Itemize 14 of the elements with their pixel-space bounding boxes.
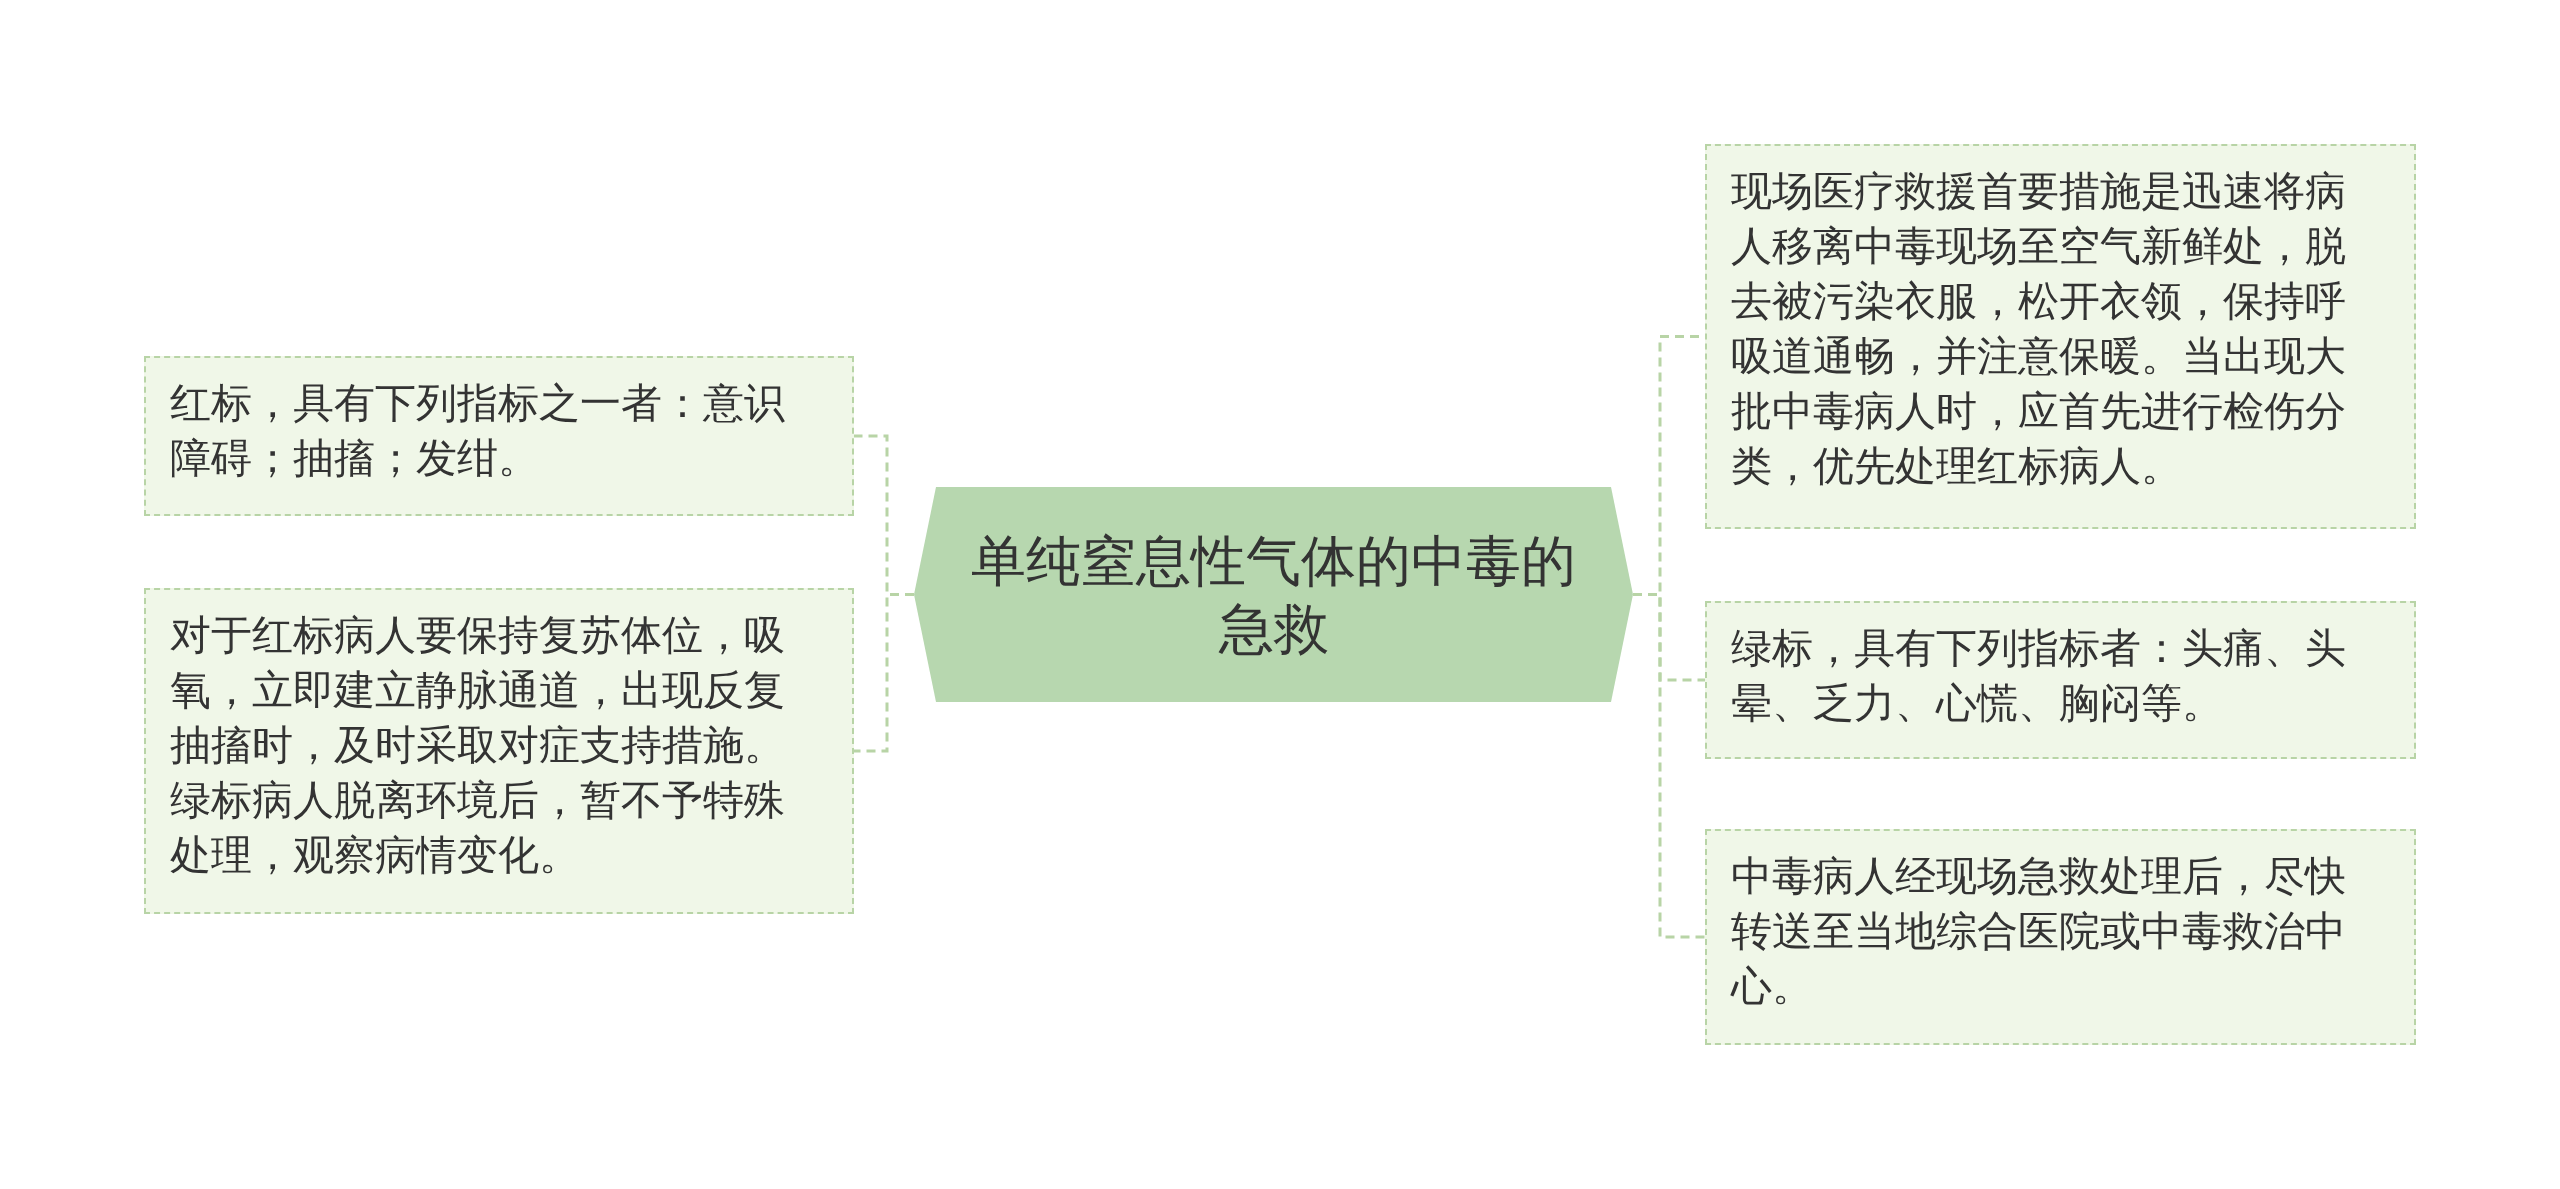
note-box <box>144 356 854 516</box>
topic-hexagon <box>914 487 1633 702</box>
note-text: 现场医疗救援首要措施是迅速将病人移离中毒现场至空气新鲜处，脱去被污染衣服，松开衣领，保持呼吸道通畅，并注意保暖。当出现大批中毒病人时，应首先进行检伤分类，优先处理红标病人。 <box>1731 166 2347 492</box>
topic-text: 单纯窒息性气体的中毒的急救 <box>970 527 1577 663</box>
note-box <box>144 588 854 914</box>
note-box <box>1705 829 2416 1045</box>
note-text: 对于红标病人要保持复苏体位，吸氧，立即建立静脉通道，出现反复抽搐时，及时采取对症支持措施。绿标病人脱离环境后，暂不予特殊处理，观察病情变化。 <box>170 610 786 881</box>
note-text: 中毒病人经现场急救处理后，尽快转送至当地综合医院或中毒救治中心。 <box>1731 851 2347 1012</box>
note-box <box>1705 144 2416 529</box>
note-box <box>1705 601 2416 759</box>
note-text: 红标，具有下列指标之一者：意识障碍；抽搐；发绀。 <box>170 378 786 484</box>
connector-line <box>854 593 914 753</box>
connector-line <box>1633 593 1705 939</box>
note-text: 绿标，具有下列指标者：头痛、头晕、乏力、心慌、胸闷等。 <box>1731 623 2347 729</box>
